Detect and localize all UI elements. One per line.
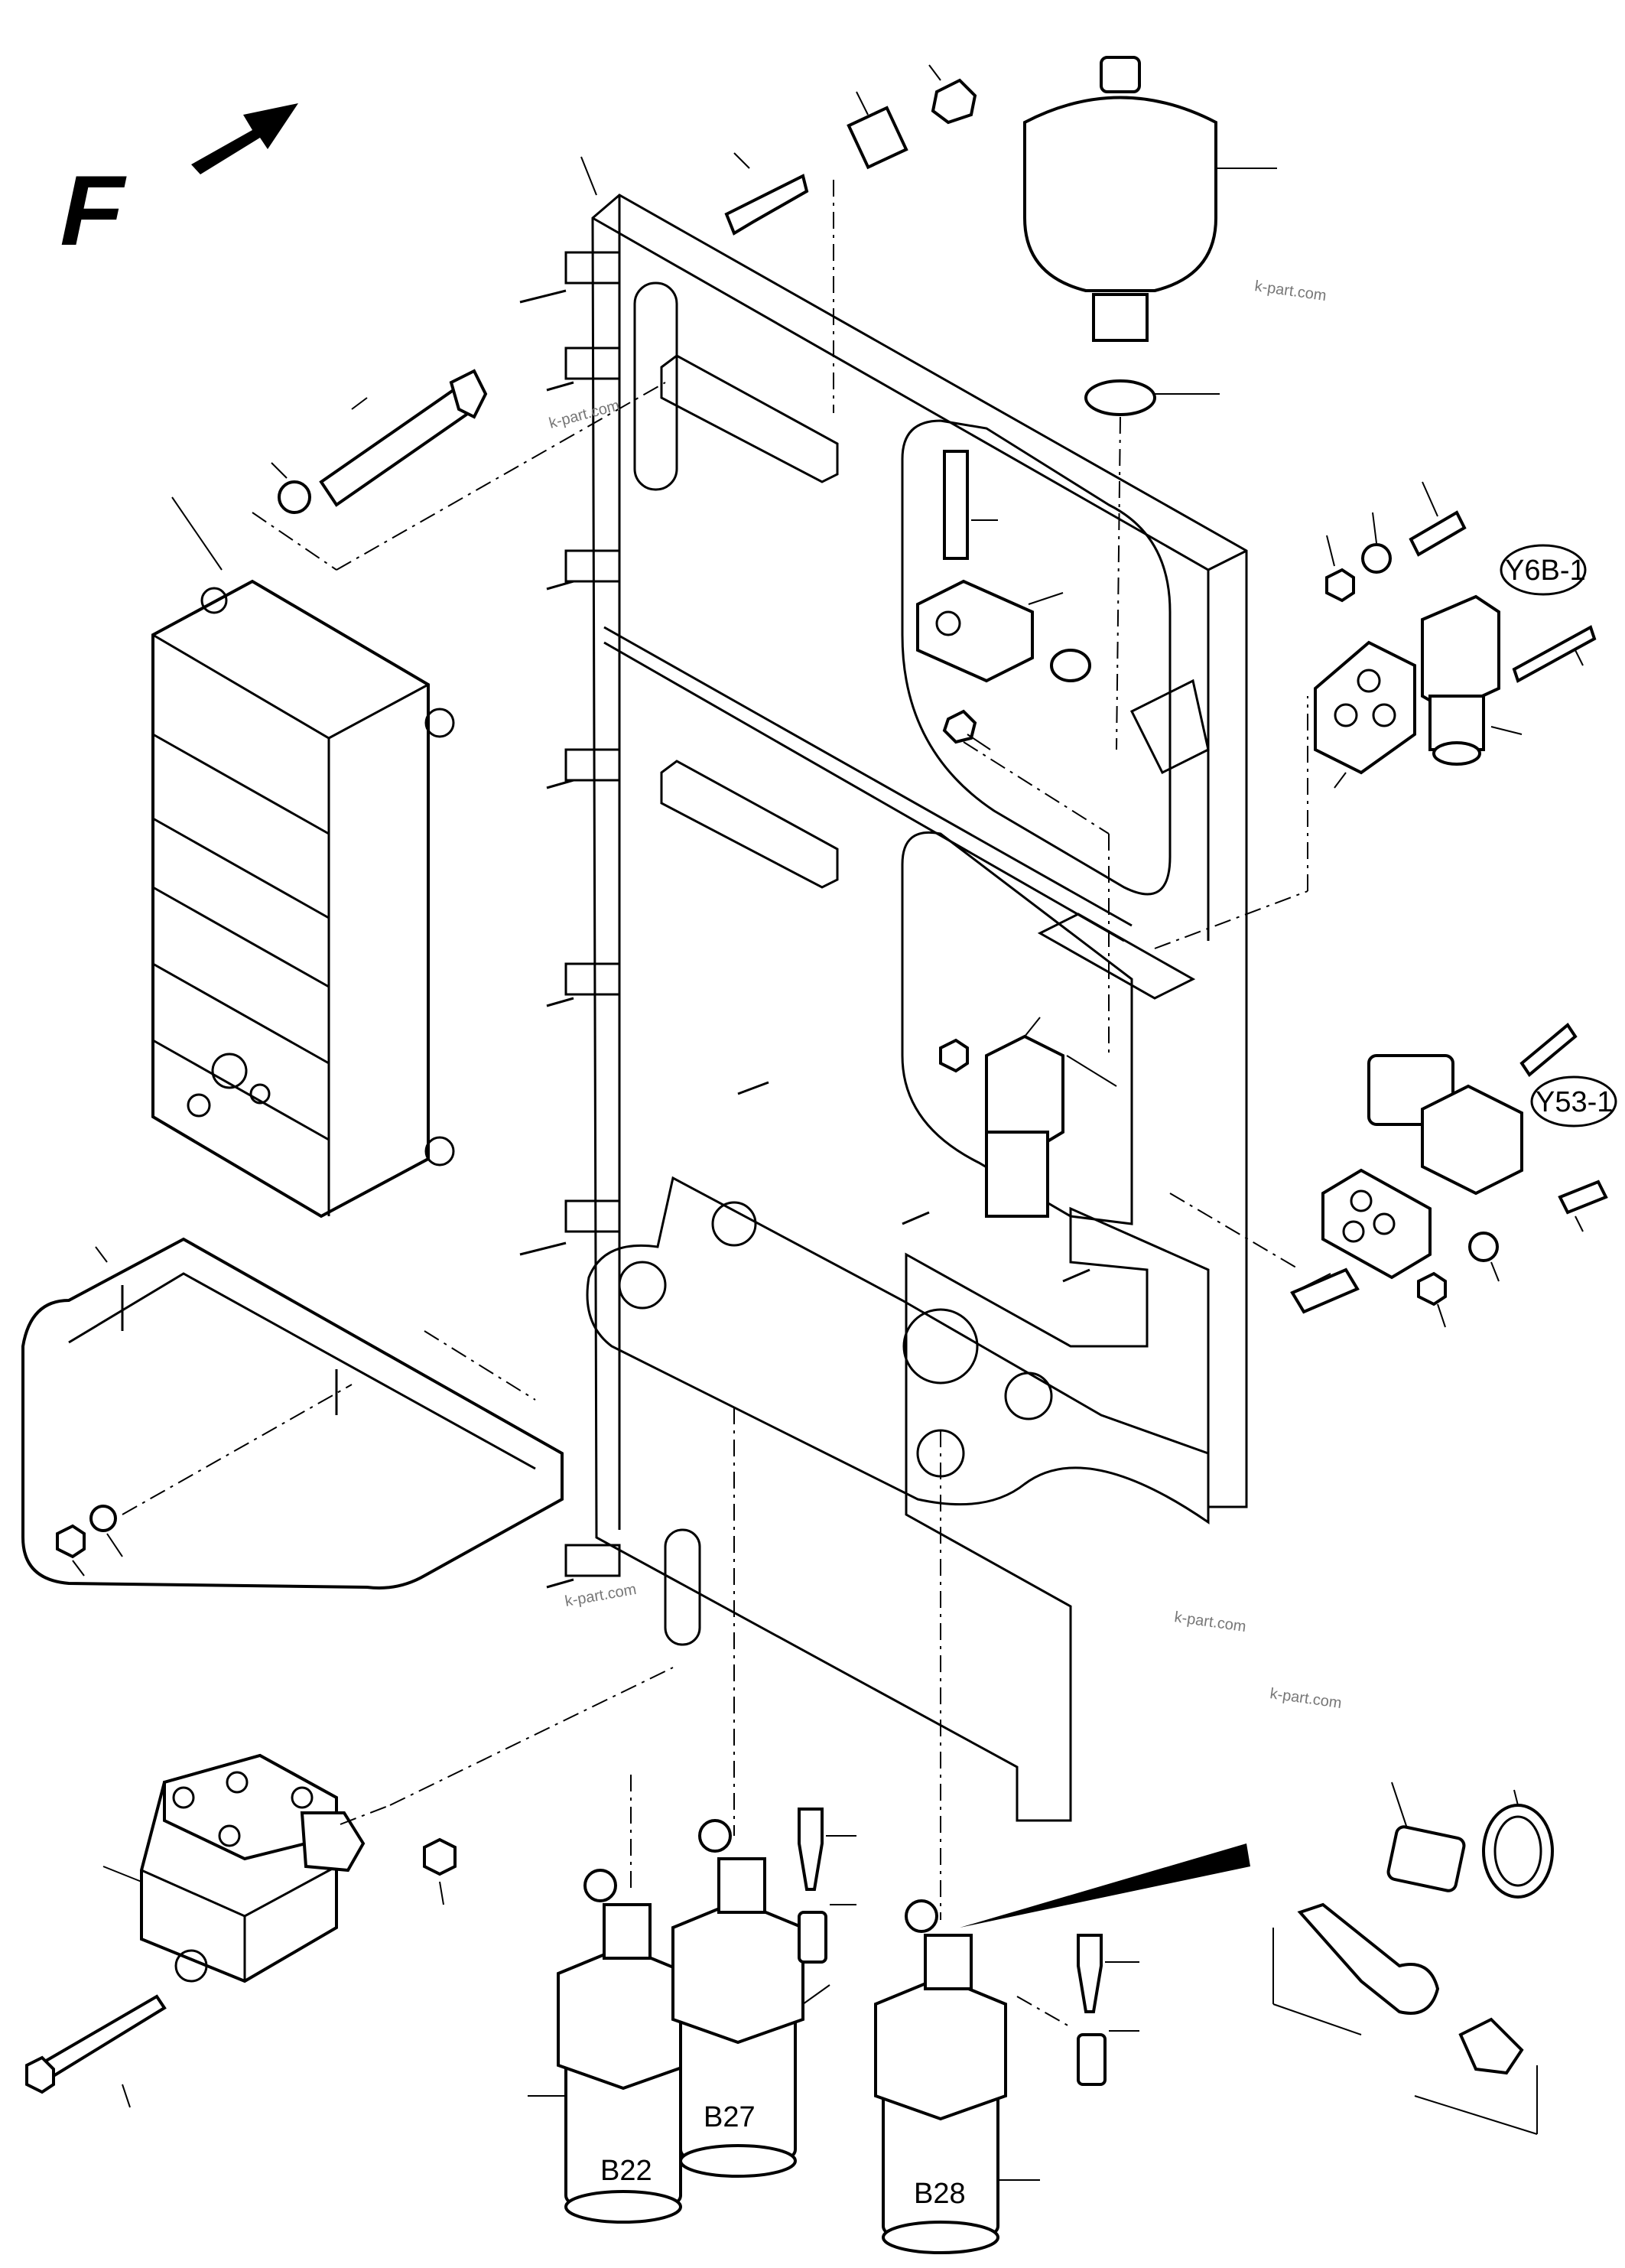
label-b28: B28 xyxy=(914,2178,966,2210)
watermark: k-part.com xyxy=(1253,278,1328,304)
arrow-right-up-icon xyxy=(191,103,298,174)
lower-valve-block xyxy=(25,1667,674,2108)
solenoid-valve-y53: Y53-1 xyxy=(1169,1023,1617,1328)
filter-b27: B27 xyxy=(671,1407,830,2178)
set-screws xyxy=(737,1081,1360,1314)
mounting-frame xyxy=(519,194,1248,1822)
solenoid-valve-y6b: Y6B-1 xyxy=(1154,481,1597,949)
filter-b22: B22 xyxy=(528,1775,690,2224)
accumulator xyxy=(1023,56,1277,750)
label-y53: Y53-1 xyxy=(1536,1086,1613,1118)
label-y6b: Y6B-1 xyxy=(1505,555,1586,587)
label-b22: B22 xyxy=(600,2155,652,2187)
tray xyxy=(21,1237,564,1590)
watermark: k-part.com xyxy=(1269,1685,1343,1712)
long-bolt xyxy=(252,369,666,571)
filter-b28: B28 xyxy=(874,1430,1040,2254)
cable-accessories xyxy=(1272,1782,1554,2135)
label-b27: B27 xyxy=(704,2101,756,2133)
main-valve-block xyxy=(151,496,455,1219)
direction-letter: F xyxy=(50,155,135,265)
watermark: k-part.com xyxy=(548,397,622,432)
filter-fasteners xyxy=(798,1808,1250,2086)
top-fasteners xyxy=(580,64,977,413)
direction-indicator: F xyxy=(50,103,298,266)
watermark: k-part.com xyxy=(564,1581,638,1610)
frame-mounted-valve xyxy=(916,450,1117,1218)
watermark: k-part.com xyxy=(1173,1609,1247,1635)
